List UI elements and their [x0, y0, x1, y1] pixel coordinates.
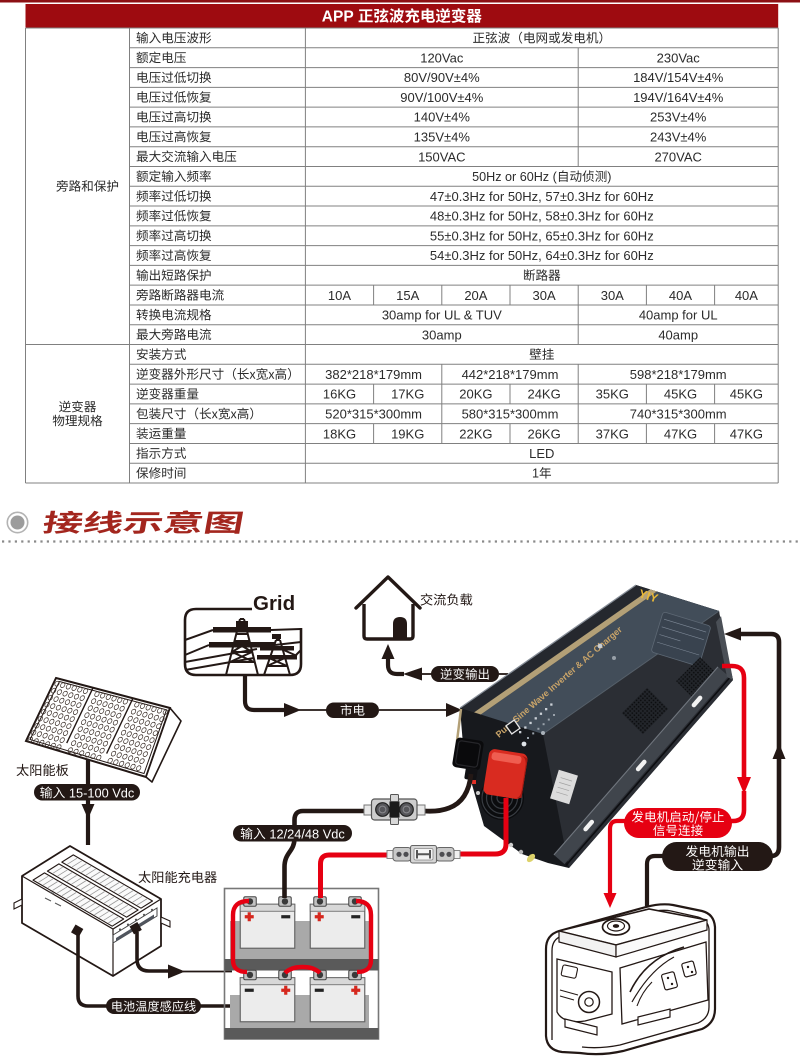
svg-text:243V±4%: 243V±4%	[650, 130, 707, 145]
svg-text:40amp: 40amp	[658, 327, 698, 342]
svg-text:230Vac: 230Vac	[657, 50, 701, 65]
svg-text:442*218*179mm: 442*218*179mm	[462, 367, 559, 382]
svg-text:10A: 10A	[328, 288, 351, 303]
svg-text:598*218*179mm: 598*218*179mm	[630, 367, 727, 382]
svg-text:47KG: 47KG	[664, 426, 697, 441]
svg-text:35KG: 35KG	[596, 387, 629, 402]
svg-text:24KG: 24KG	[527, 387, 560, 402]
svg-text:150VAC: 150VAC	[418, 149, 465, 164]
svg-text:520*315*300mm: 520*315*300mm	[325, 407, 422, 422]
svg-text:90V/100V±4%: 90V/100V±4%	[400, 90, 483, 105]
svg-text:270VAC: 270VAC	[654, 149, 701, 164]
svg-text:120Vac: 120Vac	[420, 50, 464, 65]
svg-text:YIY: YIY	[637, 586, 660, 605]
svg-text:54±0.3Hz for 50Hz, 64±0.3Hz fo: 54±0.3Hz for 50Hz, 64±0.3Hz for 60Hz	[430, 248, 654, 263]
svg-text:30A: 30A	[601, 288, 624, 303]
svg-text:48±0.3Hz for 50Hz, 58±0.3Hz fo: 48±0.3Hz for 50Hz, 58±0.3Hz for 60Hz	[430, 209, 654, 224]
svg-text:184V/154V±4%: 184V/154V±4%	[633, 70, 724, 85]
svg-text:22KG: 22KG	[459, 426, 492, 441]
svg-text:30amp for UL & TUV: 30amp for UL & TUV	[382, 308, 502, 323]
svg-text:47KG: 47KG	[730, 426, 763, 441]
svg-text:740*315*300mm: 740*315*300mm	[630, 407, 727, 422]
svg-text:26KG: 26KG	[527, 426, 560, 441]
svg-text:20KG: 20KG	[459, 387, 492, 402]
svg-text:20A: 20A	[464, 288, 487, 303]
svg-text:18KG: 18KG	[323, 426, 356, 441]
svg-text:12/24/48 Vdc: 12/24/48 Vdc	[266, 826, 346, 841]
svg-text:40amp for UL: 40amp for UL	[639, 308, 718, 323]
svg-text:135V±4%: 135V±4%	[414, 130, 471, 145]
svg-text:): )	[607, 170, 611, 184]
svg-text:30amp: 30amp	[422, 327, 462, 342]
svg-text:382*218*179mm: 382*218*179mm	[325, 367, 422, 382]
svg-text:17KG: 17KG	[391, 387, 424, 402]
svg-text:140V±4%: 140V±4%	[414, 110, 471, 125]
svg-text:Grid: Grid	[253, 592, 295, 615]
svg-text:45KG: 45KG	[730, 387, 763, 402]
svg-text:19KG: 19KG	[391, 426, 424, 441]
svg-text:LED: LED	[529, 446, 554, 461]
svg-text:15A: 15A	[396, 288, 419, 303]
svg-text:1: 1	[532, 467, 539, 481]
svg-text:16KG: 16KG	[323, 387, 356, 402]
svg-text:40A: 40A	[735, 288, 758, 303]
svg-text:80V/90V±4%: 80V/90V±4%	[404, 70, 480, 85]
svg-text:40A: 40A	[669, 288, 692, 303]
svg-text:253V±4%: 253V±4%	[650, 110, 707, 125]
svg-text:30A: 30A	[533, 288, 556, 303]
svg-text:37KG: 37KG	[596, 426, 629, 441]
svg-text:580*315*300mm: 580*315*300mm	[462, 407, 559, 422]
svg-text:50Hz or 60Hz (: 50Hz or 60Hz (	[472, 170, 557, 184]
svg-text:APP: APP	[322, 9, 358, 26]
svg-text:194V/164V±4%: 194V/164V±4%	[633, 90, 724, 105]
svg-text:55±0.3Hz for 50Hz, 65±0.3Hz fo: 55±0.3Hz for 50Hz, 65±0.3Hz for 60Hz	[430, 228, 654, 243]
svg-text:45KG: 45KG	[664, 387, 697, 402]
svg-text:15-100 Vdc: 15-100 Vdc	[65, 785, 135, 800]
svg-text:47±0.3Hz for 50Hz, 57±0.3Hz fo: 47±0.3Hz for 50Hz, 57±0.3Hz for 60Hz	[430, 189, 654, 204]
